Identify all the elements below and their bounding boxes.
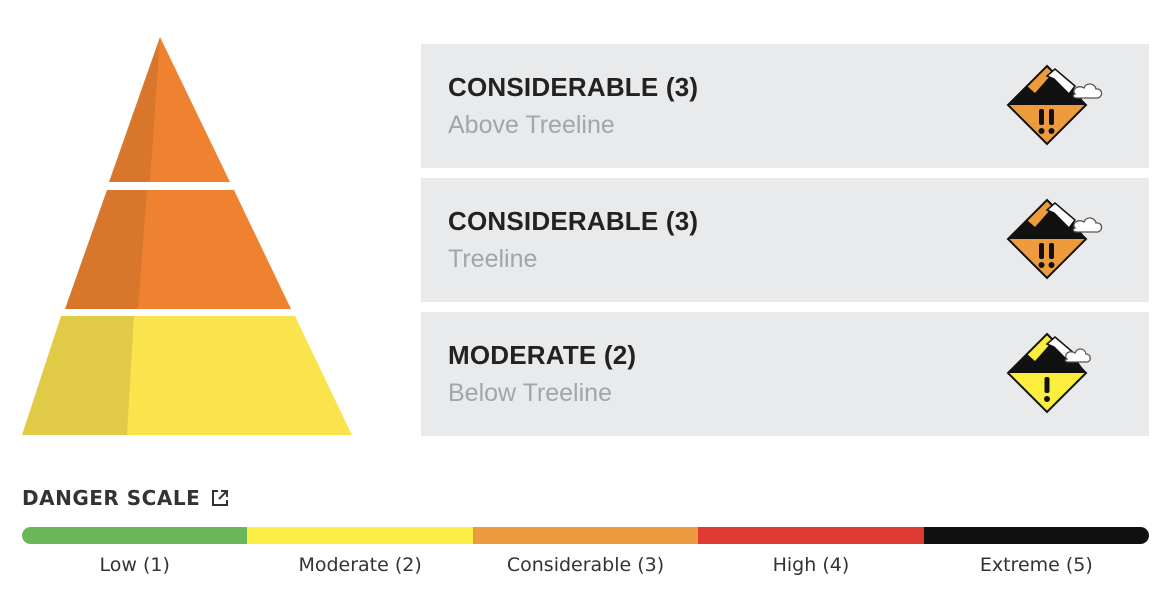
elevation-label: Above Treeline — [448, 111, 615, 139]
scale-segment-extreme — [923, 527, 1149, 544]
danger-scale-labels: Low (1) Moderate (2) Considerable (3) Hi… — [22, 554, 1149, 576]
scale-label-high: High (4) — [772, 554, 850, 576]
danger-rating: CONSIDERABLE (3) — [448, 72, 699, 102]
considerable-danger-icon — [1006, 198, 1103, 280]
danger-scale-bar — [22, 527, 1149, 544]
danger-rating: MODERATE (2) — [448, 340, 637, 370]
scale-label-low: Low (1) — [99, 554, 170, 576]
scale-label-moderate: Moderate (2) — [298, 554, 422, 576]
danger-band-treeline: CONSIDERABLE (3) Treeline — [421, 178, 1149, 302]
moderate-danger-icon — [1006, 332, 1091, 414]
scale-segment-low — [22, 527, 248, 544]
pyramid-tier-above-treeline — [109, 37, 230, 182]
external-link-icon[interactable] — [210, 488, 230, 508]
pyramid-tier-below-treeline — [22, 316, 352, 435]
scale-label-extreme: Extreme (5) — [979, 554, 1093, 576]
danger-band-above-treeline: CONSIDERABLE (3) Above Treeline — [421, 44, 1149, 168]
scale-label-considerable: Considerable (3) — [506, 554, 665, 576]
pyramid-tier-treeline — [65, 190, 291, 309]
elevation-label: Below Treeline — [448, 379, 612, 407]
danger-scale-title: DANGER SCALE — [22, 486, 201, 510]
scale-segment-considerable — [472, 527, 699, 544]
danger-scale-heading[interactable]: DANGER SCALE — [22, 486, 230, 510]
danger-band-below-treeline: MODERATE (2) Below Treeline — [421, 312, 1149, 436]
scale-segment-moderate — [247, 527, 473, 544]
elevation-label: Treeline — [448, 245, 538, 273]
danger-rating: CONSIDERABLE (3) — [448, 206, 699, 236]
elevation-pyramid — [22, 37, 352, 435]
scale-segment-high — [698, 527, 924, 544]
considerable-danger-icon — [1006, 64, 1103, 146]
